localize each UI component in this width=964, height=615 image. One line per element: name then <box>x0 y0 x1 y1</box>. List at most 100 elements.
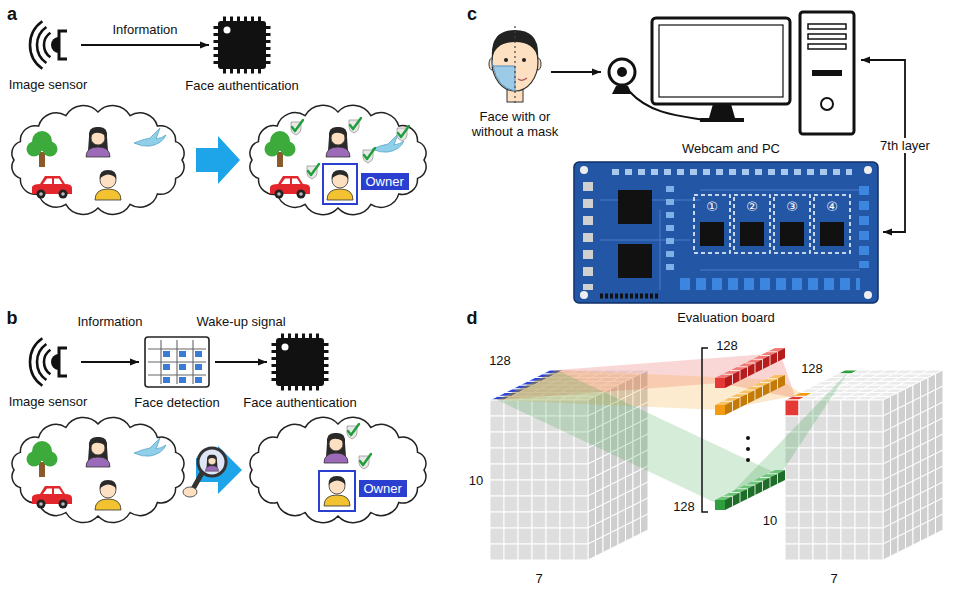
scene-objects <box>270 176 310 199</box>
check-mark <box>291 118 409 179</box>
output-feature-map <box>936 514 944 534</box>
projection-beam <box>720 372 848 505</box>
check-mark <box>363 148 375 163</box>
evaluation-board-photo <box>694 195 850 253</box>
magnifier-icon <box>183 448 226 497</box>
input-feature-map <box>560 512 574 528</box>
evaluation-board-photo <box>580 166 872 299</box>
output-feature-map <box>827 416 841 432</box>
check-mark <box>307 164 319 179</box>
input-feature-map <box>560 448 574 464</box>
face-illustration <box>492 30 538 58</box>
output-feature-map <box>855 512 869 528</box>
output-feature-map <box>813 544 827 560</box>
input-feature-map <box>504 544 518 560</box>
output-feature-map <box>785 496 799 512</box>
projection-beam <box>497 353 848 505</box>
input-feature-map <box>518 432 532 448</box>
input-feature-map <box>574 448 588 464</box>
output-feature-map <box>827 432 841 448</box>
thought-cloud <box>12 105 426 522</box>
input-feature-map <box>504 416 518 432</box>
scene-objects <box>27 437 167 510</box>
output-feature-map <box>827 464 841 480</box>
input-feature-map <box>490 400 504 416</box>
output-feature-map <box>799 480 813 496</box>
input-feature-map <box>546 432 560 448</box>
edge-label: 7th layer <box>877 138 933 153</box>
output-feature-map <box>841 416 855 432</box>
face-illustration <box>518 78 527 80</box>
filter-vector <box>723 374 733 384</box>
chip-icon: Face authentication <box>212 17 272 73</box>
output-feature-map <box>869 512 883 528</box>
thought-cloud <box>12 417 184 522</box>
check-mark <box>347 424 371 469</box>
filter-vector <box>730 371 740 381</box>
check-mark <box>347 424 359 439</box>
filter-vector <box>745 390 755 400</box>
output-feature-map <box>855 544 869 560</box>
image-sensor-icon <box>30 21 67 69</box>
filter-vector <box>738 394 748 404</box>
output-feature-map <box>869 480 883 496</box>
input-feature-map <box>611 529 619 549</box>
output-feature-map <box>855 448 869 464</box>
scene-objects <box>95 170 121 200</box>
pc-tower-icon <box>812 70 842 76</box>
output-feature-map <box>813 464 827 480</box>
crossbar-array <box>148 361 206 362</box>
evaluation-board-photo <box>600 294 660 299</box>
callout-number: ② <box>746 199 758 214</box>
output-feature-map <box>827 544 841 560</box>
crossbar-array <box>145 337 209 387</box>
check-mark <box>349 118 361 133</box>
scene-objects <box>86 437 110 467</box>
node-label: Face authentication <box>185 78 298 93</box>
input-feature-map <box>633 518 641 538</box>
crossbar-array <box>145 337 209 387</box>
output-feature-map <box>813 448 827 464</box>
input-feature-map <box>560 480 574 496</box>
output-feature-map <box>827 528 841 544</box>
filter-vector <box>730 493 740 503</box>
input-feature-map <box>588 540 596 560</box>
output-feature-map <box>827 512 841 528</box>
output-feature-map <box>869 432 883 448</box>
evaluation-board-photo <box>734 195 770 253</box>
pc-tower-icon <box>808 44 846 49</box>
input-feature-map <box>518 528 532 544</box>
filter-vector <box>738 489 748 499</box>
node-label: Face detection <box>134 395 219 410</box>
input-feature-map <box>504 512 518 528</box>
webcam-icon <box>617 67 627 77</box>
monitor-icon <box>652 18 790 122</box>
scene-objects <box>134 128 166 146</box>
filter-vector <box>768 352 778 362</box>
magnifier-icon <box>198 448 226 476</box>
evaluation-board-photo <box>666 186 674 270</box>
edge-label: Information <box>112 22 177 37</box>
filter-vector <box>723 401 733 411</box>
output-feature-map <box>869 400 883 416</box>
evaluation-board-photo <box>700 222 844 246</box>
face-illustration <box>504 58 508 62</box>
thought-cloud <box>250 417 426 522</box>
input-feature-map <box>546 512 560 528</box>
face-illustration: Face with or without a mask <box>482 24 548 104</box>
filter-vector <box>753 481 763 491</box>
crossbar-array <box>195 364 202 370</box>
callout-number: ③ <box>786 199 798 214</box>
output-feature-map <box>813 528 827 544</box>
crossbar-array <box>163 351 202 383</box>
node-label: Image sensor <box>9 394 88 409</box>
face-illustration <box>489 26 541 104</box>
input-feature-map <box>560 544 574 560</box>
filter-vector <box>730 398 740 408</box>
input-feature-map <box>532 512 546 528</box>
input-feature-map <box>532 480 546 496</box>
input-feature-map <box>518 512 532 528</box>
filter-vector <box>725 375 785 415</box>
input-feature-map <box>546 480 560 496</box>
